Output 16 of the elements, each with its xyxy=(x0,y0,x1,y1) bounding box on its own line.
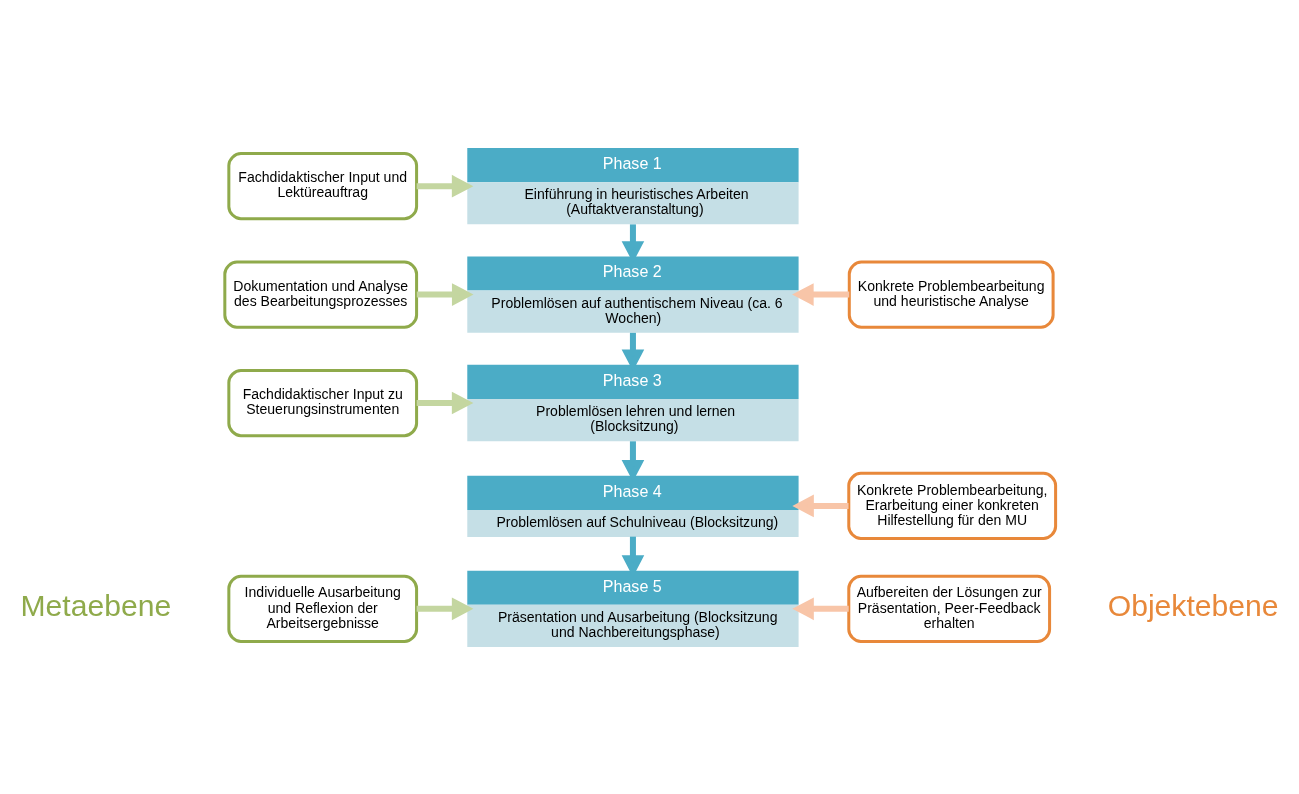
arrow xyxy=(416,282,474,306)
node-box: Individuelle Ausarbeitung und Reflexion der Arbeitsergebnisse xyxy=(227,574,419,643)
node-box: Konkrete Problembearbeitung, Erarbeitung einer konkreten Hilfestellung für den MU xyxy=(847,471,1058,540)
node-box: Aufbereiten der Lösungen zur Präsentation, Peer-Feedback erhalten xyxy=(847,574,1052,643)
arrow xyxy=(416,174,474,197)
label: Metaebene xyxy=(20,588,172,622)
arrow xyxy=(792,494,849,517)
arrow xyxy=(792,282,850,306)
arrow xyxy=(416,391,474,414)
arrow xyxy=(792,597,849,620)
node-box: Dokumentation und Analyse des Bearbeitungsprozesses xyxy=(223,259,419,329)
node-box: Konkrete Problembearbeitung und heuristische Analyse xyxy=(847,259,1055,329)
node-box: Fachdidaktischer Input zu Steuerungsinstrumenten xyxy=(227,368,419,437)
arrow xyxy=(416,597,474,620)
label: Objektebene xyxy=(1107,588,1279,622)
node-box: Fachdidaktischer Input und Lektüreauftrag xyxy=(227,151,419,220)
